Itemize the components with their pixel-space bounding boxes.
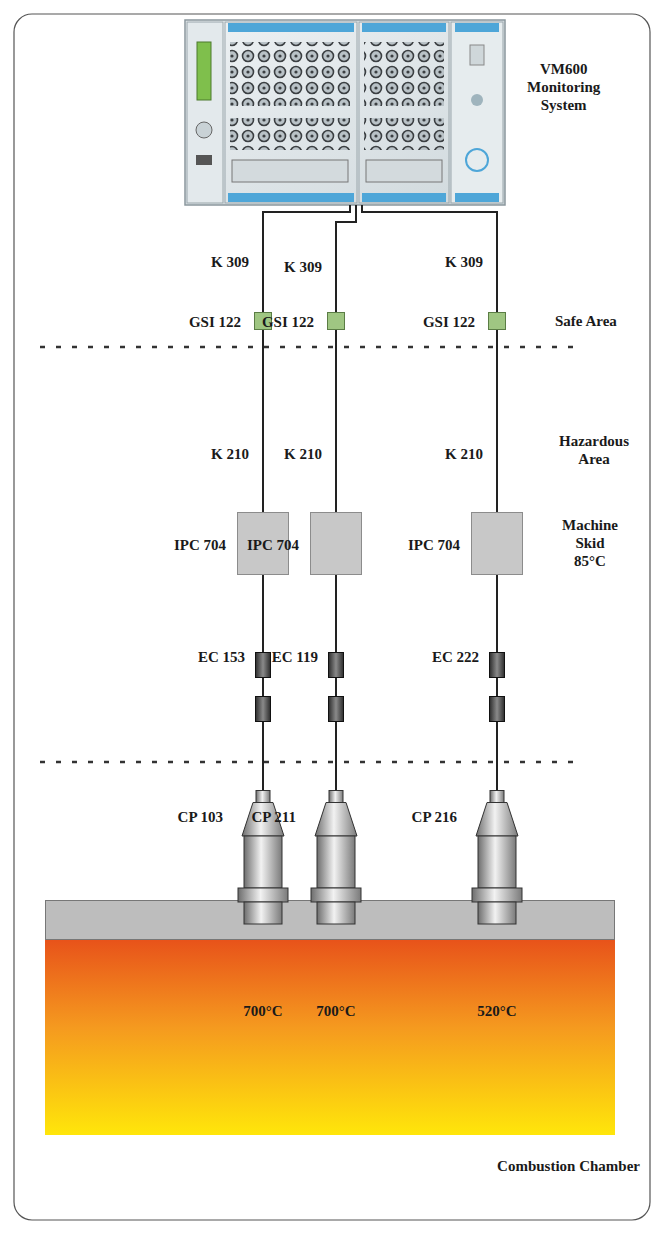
probe-part <box>317 902 355 924</box>
probe-part <box>256 791 270 803</box>
extension-cable-connector: EC 222 <box>489 652 505 722</box>
connector-pair <box>328 652 344 722</box>
cable-line <box>262 722 264 790</box>
probe-part <box>478 836 516 888</box>
system-label: VM600 Monitoring System <box>527 60 600 114</box>
flame-zone <box>45 940 615 1135</box>
cable-line <box>335 575 337 652</box>
probe-part <box>476 803 518 837</box>
probe-part <box>244 902 282 924</box>
cable-line <box>262 575 264 652</box>
galvanic-separator: GSI 122 <box>488 312 506 330</box>
part-label: GSI 122 <box>189 313 241 331</box>
temperature-value: 700°C <box>316 1002 355 1020</box>
cable <box>496 678 498 696</box>
signal-conditioner: IPC 704 <box>310 512 362 575</box>
probe-outline <box>469 790 525 925</box>
probe-part <box>329 791 343 803</box>
probe-part <box>238 888 288 902</box>
zone-border <box>40 761 575 764</box>
cable-label: K 210 <box>284 445 322 463</box>
cable-label: K 309 <box>445 253 483 271</box>
cable-line <box>362 205 497 312</box>
pressure-sensor: CP 211 <box>308 790 364 925</box>
probe-part <box>317 836 355 888</box>
extension-cable-connector: EC 153 <box>255 652 271 722</box>
cable-line <box>335 722 337 790</box>
cable <box>335 678 337 696</box>
temperature-value: 520°C <box>477 1002 516 1020</box>
cable-line <box>335 330 337 512</box>
part-label: EC 153 <box>198 648 245 666</box>
region-label: Combustion Chamber <box>497 1157 640 1175</box>
part-label: CP 211 <box>251 808 296 826</box>
zone-border <box>40 346 575 349</box>
part-label: GSI 122 <box>423 313 475 331</box>
cable-label: K 210 <box>211 445 249 463</box>
connector-pair <box>489 652 505 722</box>
zone-label: Machine Skid 85°C <box>562 516 618 570</box>
connector-half <box>256 653 271 678</box>
connector-half <box>256 697 271 722</box>
probe-outline <box>308 790 364 925</box>
part-label: IPC 704 <box>174 536 226 554</box>
cable-label: K 309 <box>284 258 322 276</box>
probe-part <box>478 902 516 924</box>
rack-illustration <box>185 20 505 205</box>
connector-half <box>490 697 505 722</box>
part-label: IPC 704 <box>408 536 460 554</box>
probe-part <box>244 836 282 888</box>
probe-part <box>472 888 522 902</box>
cable <box>262 678 264 696</box>
part-label: CP 216 <box>412 808 457 826</box>
part-label: GSI 122 <box>262 313 314 331</box>
extension-cable-connector: EC 119 <box>328 652 344 722</box>
cable-line <box>262 330 264 512</box>
zone-label: Safe Area <box>555 312 617 330</box>
probe-part <box>315 803 357 837</box>
page-frame <box>14 14 650 1220</box>
signal-conditioner: IPC 704 <box>471 512 523 575</box>
part-label: EC 119 <box>272 648 318 666</box>
combustion-chamber: 700°C700°C520°CCombustion Chamber <box>45 900 615 1135</box>
cable-line <box>496 722 498 790</box>
zone-label: Hazardous Area <box>559 432 629 468</box>
galvanic-separator: GSI 122 <box>327 312 345 330</box>
probe-part <box>490 791 504 803</box>
connector-half <box>329 697 344 722</box>
part-label: CP 103 <box>178 808 223 826</box>
cable-line <box>336 205 356 312</box>
connector-half <box>329 653 344 678</box>
monitoring-rack: VM600 Monitoring System <box>185 20 505 205</box>
cable-line <box>496 575 498 652</box>
cable-label: K 309 <box>211 253 249 271</box>
probe-part <box>311 888 361 902</box>
part-label: IPC 704 <box>247 536 299 554</box>
cable-label: K 210 <box>445 445 483 463</box>
connector-half <box>490 653 505 678</box>
pressure-sensor: CP 216 <box>469 790 525 925</box>
cable-line <box>496 330 498 512</box>
part-label: EC 222 <box>432 648 479 666</box>
temperature-value: 700°C <box>243 1002 282 1020</box>
connector-pair <box>255 652 271 722</box>
